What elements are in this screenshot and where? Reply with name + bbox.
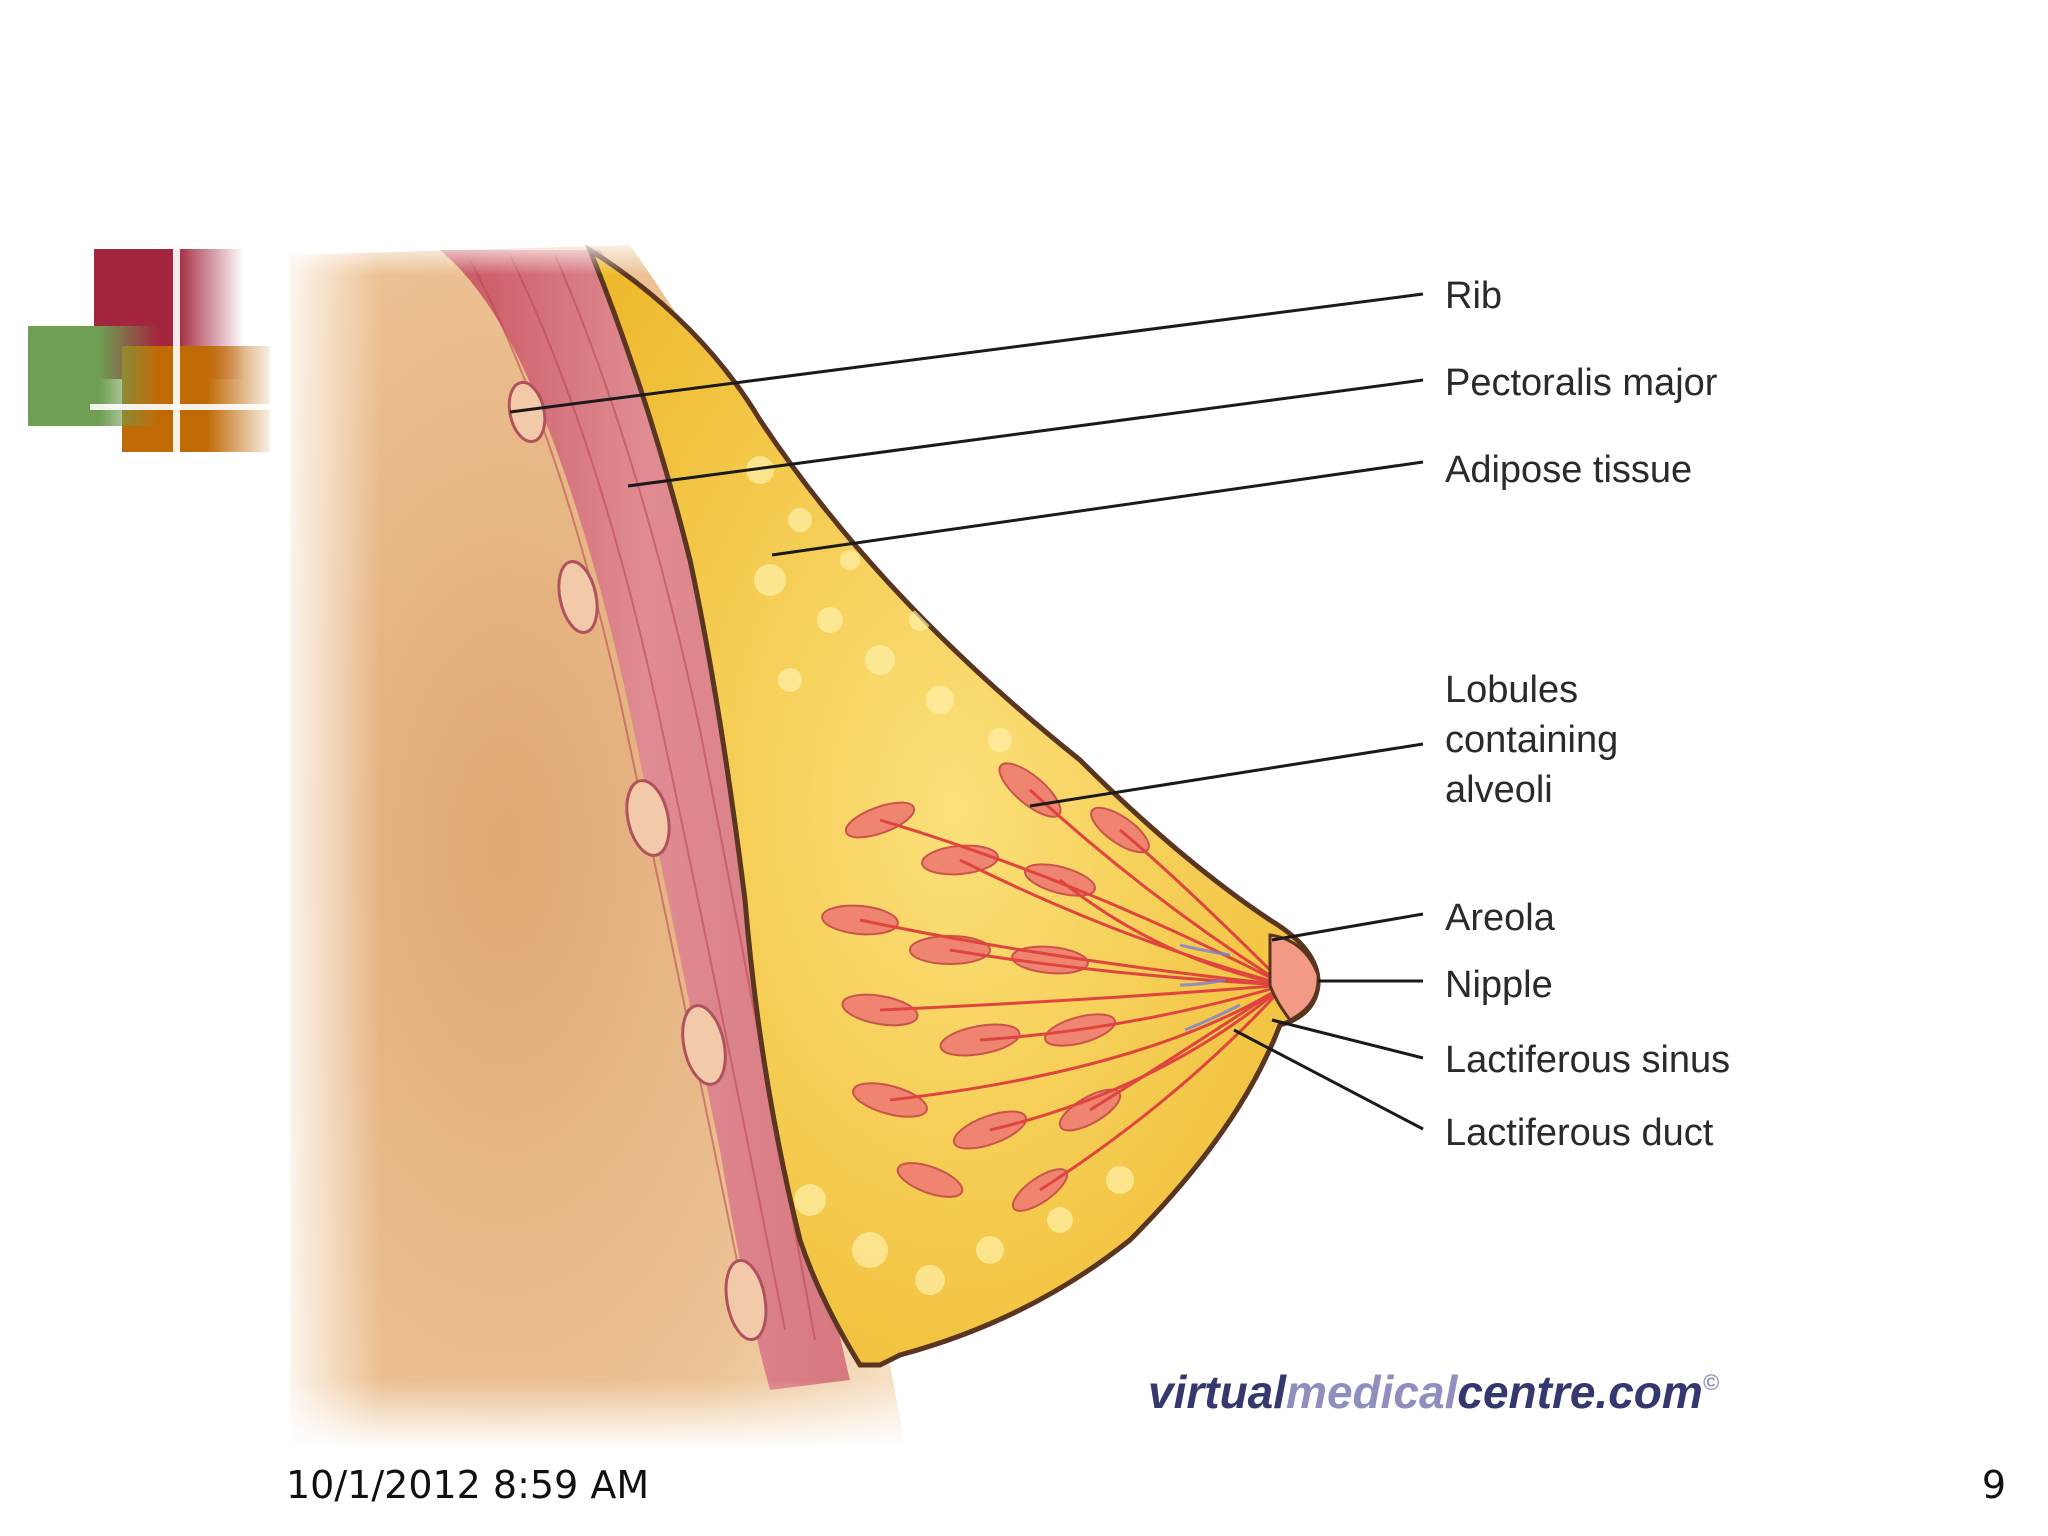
label-areola: Areola	[1445, 897, 1556, 939]
leader-rib	[509, 292, 1424, 414]
deco-vertical-line	[173, 224, 180, 462]
slide-number: 9	[1981, 1463, 2006, 1507]
adipose-tissue	[584, 243, 1321, 1368]
leader-sinus	[1271, 1018, 1424, 1060]
footer-date: 10/1/2012 8:59 AM	[286, 1463, 650, 1507]
label-nipple: Nipple	[1445, 964, 1553, 1006]
labels: Rib Pectoralis major Adipose tissue Lobu…	[1445, 275, 1730, 1154]
pectoralis-muscle-band	[440, 250, 850, 1390]
nipple-shape	[1268, 933, 1320, 1022]
leader-areola	[1271, 912, 1424, 942]
label-adipose: Adipose tissue	[1445, 449, 1692, 491]
label-sinus: Lactiferous sinus	[1445, 1039, 1730, 1081]
leader-pectoralis	[627, 378, 1424, 488]
watermark: virtualmedicalcentre.com©	[1148, 1366, 1720, 1418]
label-rib: Rib	[1445, 275, 1502, 317]
leader-adipose	[771, 460, 1424, 557]
label-lobules: Lobules containing alveoli	[1445, 669, 1629, 811]
lactiferous-ducts	[859, 788, 1287, 1192]
leader-lobules	[1029, 742, 1424, 808]
deco-horizontal-line	[90, 404, 276, 410]
label-pectoralis: Pectoralis major	[1445, 362, 1718, 404]
leader-lines	[509, 292, 1424, 1131]
label-duct: Lactiferous duct	[1445, 1112, 1714, 1154]
leader-duct	[1233, 1028, 1424, 1131]
